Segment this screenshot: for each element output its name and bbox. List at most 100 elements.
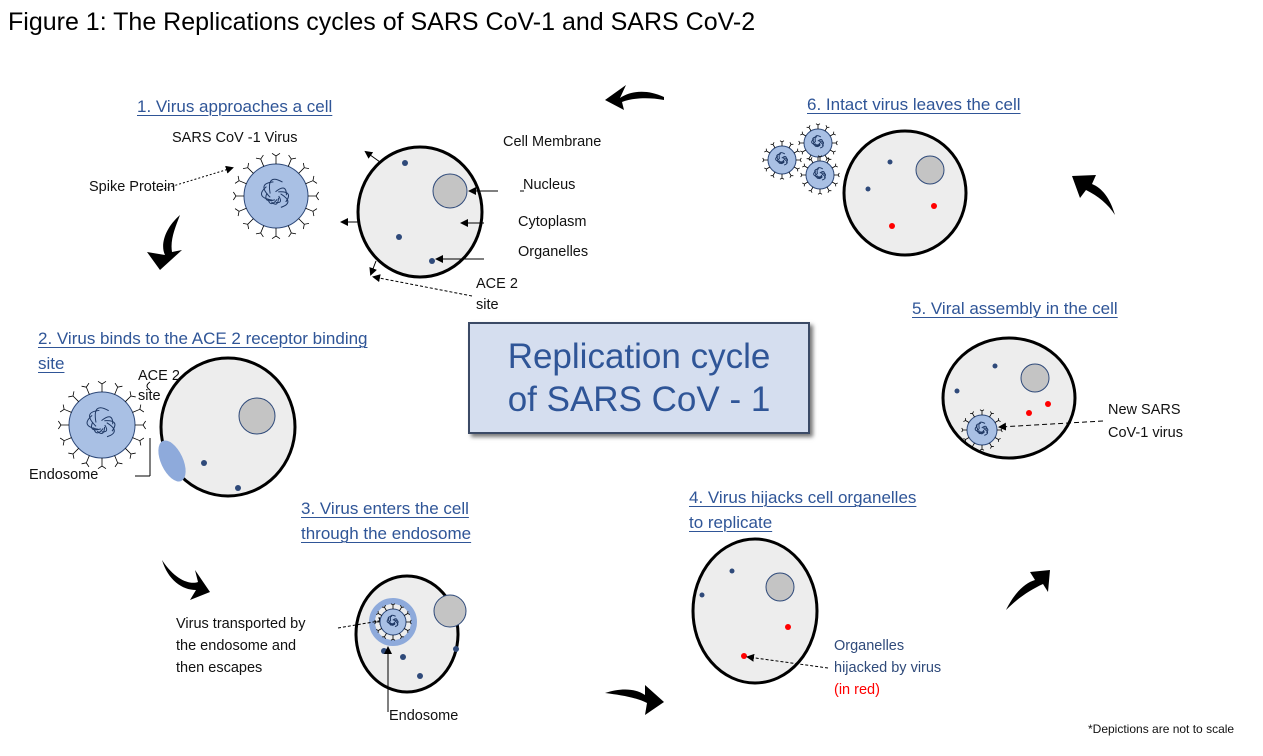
spike-protein — [997, 427, 1003, 433]
spike-protein — [824, 125, 830, 132]
spike-protein — [132, 437, 145, 446]
spike-protein — [135, 420, 146, 430]
spike-protein — [255, 154, 265, 167]
center-title-line1: Replication cycle — [507, 337, 771, 376]
virus-particle — [961, 409, 1003, 451]
spike-protein — [994, 418, 1001, 423]
step5-heading: 5. Viral assembly in the cell — [912, 299, 1118, 318]
spike-protein — [829, 131, 836, 137]
virus-particle — [762, 140, 802, 180]
spike-protein — [817, 189, 823, 195]
spike-protein — [762, 157, 768, 163]
label-endosome-step3: Endosome — [389, 708, 459, 724]
spike-protein — [989, 442, 994, 449]
spike-protein — [798, 140, 804, 146]
spike-protein — [308, 191, 319, 201]
spike-protein — [829, 149, 836, 155]
spike-protein — [375, 628, 382, 633]
virus-particles — [58, 123, 1003, 641]
spike-protein — [114, 455, 123, 468]
spike-protein — [287, 154, 297, 167]
viral-rna — [775, 152, 788, 166]
spike-protein — [81, 382, 90, 395]
nucleus — [432, 173, 468, 209]
spike-protein — [963, 418, 970, 423]
spike-protein — [298, 162, 310, 174]
spike-protein — [806, 125, 812, 132]
step3-heading-line1: 3. Virus enters the cell — [301, 499, 469, 518]
spike-protein — [788, 142, 794, 149]
step3-heading-line2: through the endosome — [301, 524, 472, 543]
spike-protein — [287, 225, 297, 238]
spike-protein — [817, 155, 823, 161]
spike-protein — [800, 131, 807, 137]
label-spike-protein: Spike Protein — [89, 179, 176, 195]
label-new-virus-line1: New SARS — [1108, 402, 1181, 418]
spike-protein — [382, 604, 387, 611]
spike-protein — [271, 228, 281, 239]
label-cytoplasm: Cytoplasm — [518, 214, 587, 230]
spike-protein — [404, 628, 411, 633]
spike-protein — [979, 445, 985, 451]
label-transported-line2: the endosome and — [176, 638, 297, 654]
spike-protein — [390, 603, 396, 609]
viral-rna — [386, 614, 399, 628]
spike-protein — [298, 218, 310, 230]
virus-particle — [233, 153, 319, 239]
spike-protein — [233, 191, 244, 201]
spike-protein — [770, 171, 776, 178]
label-organelles: Organelles — [518, 244, 589, 260]
spike-protein — [125, 448, 136, 459]
spike-protein — [390, 635, 396, 641]
spike-protein — [788, 171, 794, 178]
spike-protein — [125, 391, 136, 402]
spike-protein — [97, 381, 107, 392]
step2-heading-line2: site — [38, 354, 65, 373]
spike-protein — [770, 142, 776, 149]
spike-protein — [800, 149, 807, 155]
center-title-line2: of SARS CoV - 1 — [507, 380, 771, 419]
spike-protein — [826, 157, 832, 164]
endosome — [158, 440, 186, 482]
viral-rna — [261, 178, 290, 208]
spike-protein — [234, 175, 247, 185]
cell-step6 — [842, 129, 968, 257]
cell-step3 — [337, 574, 467, 712]
spike-protein — [779, 174, 785, 180]
label-hijacked-line1: Organelles — [834, 638, 905, 654]
spike-protein — [779, 140, 785, 146]
arrow-4-to-5 — [1006, 570, 1050, 610]
label-transported-line3: then escapes — [176, 660, 263, 676]
spike-protein — [826, 186, 832, 193]
spike-protein — [399, 633, 404, 640]
spike-protein — [793, 166, 800, 172]
spike-protein — [764, 148, 771, 154]
label-cell-membrane: Cell Membrane — [503, 134, 602, 150]
spike-protein — [989, 411, 994, 418]
label-ace2-line2: site — [476, 297, 499, 313]
spike-protein — [132, 404, 145, 413]
arrow-6-to-1 — [605, 85, 664, 110]
virus-particle — [800, 155, 840, 195]
spike-protein — [59, 437, 72, 446]
spike-protein — [831, 181, 838, 187]
spike-protein — [970, 411, 975, 418]
label-hijacked-line3: (in red) — [834, 682, 880, 698]
spike-protein — [815, 123, 821, 129]
arrow-2-to-3 — [162, 560, 210, 600]
spike-protein — [242, 218, 254, 230]
spike-protein — [97, 458, 107, 469]
endosome-ring — [369, 598, 417, 646]
spike-protein — [802, 181, 809, 187]
virus-particle — [374, 603, 412, 641]
center-title-box: Replication cycle of SARS CoV - 1 — [468, 322, 810, 434]
arrow-1-to-2 — [147, 215, 182, 270]
spike-protein — [255, 225, 265, 238]
spike-protein — [305, 175, 318, 185]
spike-protein — [271, 153, 281, 164]
spike-protein — [832, 140, 838, 146]
viral-rna — [811, 135, 824, 149]
virus-particle — [798, 123, 838, 163]
